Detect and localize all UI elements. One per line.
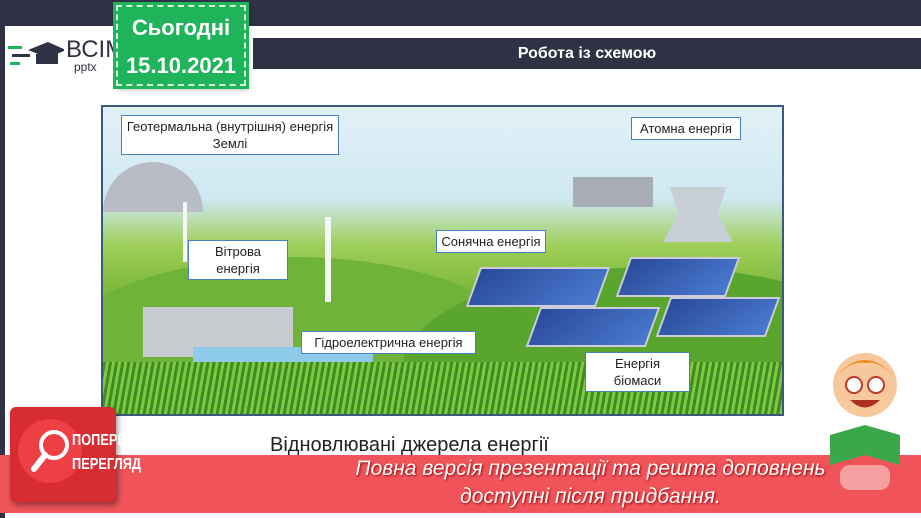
logo-brand: ВСІМ bbox=[66, 36, 126, 63]
solar-panel bbox=[655, 297, 781, 337]
solar-panel bbox=[465, 267, 611, 307]
energy-illustration: Геотермальна (внутрішня) енергія Землі А… bbox=[101, 105, 784, 416]
slide-caption: Відновлювані джерела енергії bbox=[270, 434, 549, 456]
date-label: Сьогодні bbox=[131, 15, 231, 40]
label-biomass: Енергія біомаси bbox=[585, 352, 690, 392]
label-solar: Сонячна енергія bbox=[436, 230, 546, 253]
label-geothermal: Геотермальна (внутрішня) енергія Землі bbox=[121, 115, 339, 155]
graduation-cap-icon bbox=[8, 42, 66, 65]
purchase-banner: Повна версія презентації та решта доповн… bbox=[0, 455, 921, 513]
label-hydro: Гідроелектрична енергія bbox=[301, 331, 476, 354]
date-badge: Сьогодні 15.10.2021 bbox=[113, 2, 249, 89]
power-plant bbox=[103, 162, 203, 212]
wind-turbine bbox=[183, 202, 187, 262]
cooling-tower bbox=[663, 187, 733, 242]
label-atomic: Атомна енергія bbox=[631, 117, 741, 140]
preview-badge[interactable]: ПОПЕРЕДНІЙ ПЕРЕГЛЯД bbox=[10, 407, 157, 502]
solar-panel bbox=[525, 307, 661, 347]
slide-title: Робота із схемою bbox=[253, 38, 921, 69]
banner-line-1: Повна версія презентації та решта доповн… bbox=[355, 457, 826, 480]
banner-line-2: доступні після придбання. bbox=[460, 485, 721, 508]
preview-line-2: ПЕРЕГЛЯД bbox=[72, 456, 142, 473]
wind-turbine bbox=[325, 217, 331, 302]
preview-line-1: ПОПЕРЕДНІЙ bbox=[72, 432, 158, 449]
magnifier-icon bbox=[18, 419, 82, 483]
reading-boy-illustration bbox=[830, 353, 900, 490]
date-value: 15.10.2021 bbox=[125, 53, 237, 78]
factory bbox=[573, 177, 653, 207]
solar-panel bbox=[615, 257, 741, 297]
label-wind: Вітрова енергія bbox=[188, 240, 288, 280]
logo-sub: pptx bbox=[74, 60, 97, 74]
logo: ВСІМ pptx bbox=[8, 36, 125, 74]
